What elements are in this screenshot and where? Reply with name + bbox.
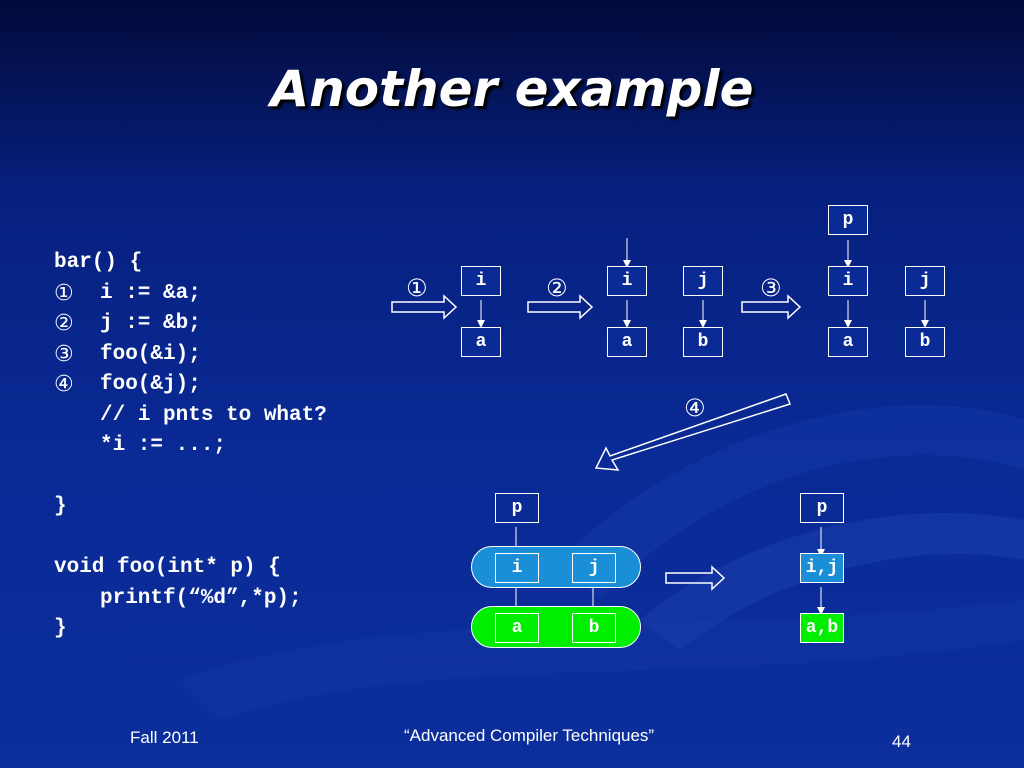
step-arrow-3 (741, 294, 802, 320)
step-marker: ④ (54, 372, 74, 397)
code-text: bar() { (54, 251, 143, 274)
slide-title: Another example (270, 60, 754, 118)
code-text: } (54, 617, 67, 640)
step-marker: ② (54, 311, 74, 336)
footer-course: “Advanced Compiler Techniques” (404, 726, 655, 745)
merge-arrow (665, 565, 726, 591)
node-a: a (607, 327, 647, 357)
node-b: b (683, 327, 723, 357)
node-i: i (495, 553, 539, 583)
node-b: b (572, 613, 616, 643)
node-i: i (828, 266, 868, 296)
code-text: } (54, 495, 67, 518)
code-text: j := &b; (100, 312, 201, 335)
step-arrow-2 (527, 294, 594, 320)
footer-date: Fall 2011 (130, 728, 199, 747)
step-label-1: ① (406, 274, 428, 302)
step-arrow-1 (391, 294, 458, 320)
code-text: i := &a; (100, 281, 201, 305)
node-b: b (905, 327, 945, 357)
node-ij: i,j (800, 553, 844, 583)
node-p: p (495, 493, 539, 523)
step-marker: ① (54, 280, 74, 306)
step-arrow-4 (594, 393, 791, 471)
code-text: // i pnts to what? (100, 403, 327, 427)
node-j: j (572, 553, 616, 583)
node-i: i (607, 266, 647, 296)
node-i: i (461, 266, 501, 296)
node-p: p (828, 205, 868, 235)
code-text: printf(“%d”,*p); (100, 586, 302, 610)
node-p: p (800, 493, 844, 523)
node-j: j (905, 266, 945, 296)
node-ab: a,b (800, 613, 844, 643)
code-text: foo(&j); (100, 373, 201, 396)
node-a: a (461, 327, 501, 357)
step-marker: ③ (54, 341, 74, 367)
code-text: void foo(int* p) { (54, 556, 281, 579)
code-text: foo(&i); (100, 342, 201, 366)
slide-number: 44 (892, 732, 911, 751)
step-label-3: ③ (760, 274, 782, 302)
step-label-4: ④ (684, 394, 706, 422)
step-label-2: ② (546, 274, 568, 302)
code-text: *i := ...; (100, 434, 227, 457)
node-a: a (828, 327, 868, 357)
node-j: j (683, 266, 723, 296)
node-a: a (495, 613, 539, 643)
